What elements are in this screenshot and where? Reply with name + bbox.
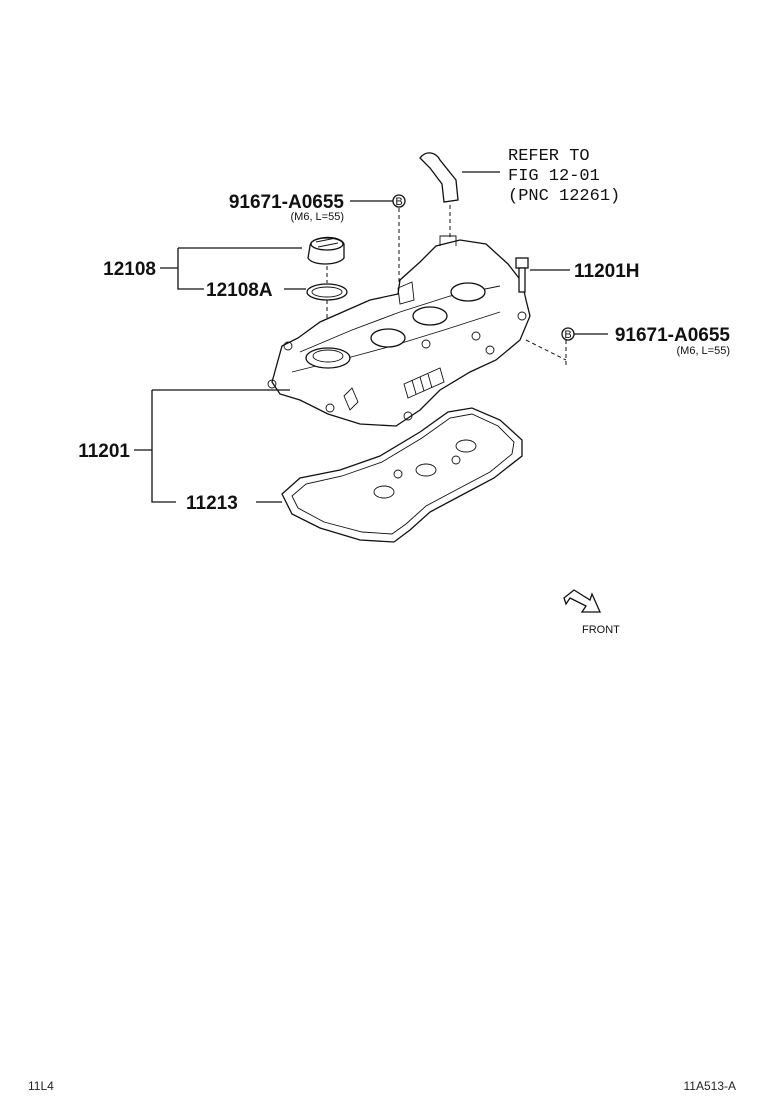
cover-gasket-part-number: 11213 xyxy=(186,493,238,514)
refer-to-line-3: (PNC 12261) xyxy=(508,187,620,206)
breather-hose xyxy=(419,152,459,203)
bolt-right-dash-line xyxy=(525,339,567,361)
cover-assy-part-number: 11201 xyxy=(78,441,130,462)
cover-gasket xyxy=(281,407,523,543)
footer-right-code: 11A513-A xyxy=(684,1079,736,1093)
bolt-right-part-number: 91671-A0655 xyxy=(615,325,731,346)
bolt-top-spec: (M6, L=55) xyxy=(291,211,345,223)
cover-bracket xyxy=(151,390,176,503)
bolt-right-marker-circle: B xyxy=(561,327,575,341)
bolt-top-marker-circle: B xyxy=(392,194,406,208)
bolt-right-spec: (M6, L=55) xyxy=(677,345,731,357)
front-label: FRONT xyxy=(582,624,620,636)
bolt-top-part-number: 91671-A0655 xyxy=(229,192,345,213)
oil-filler-cap xyxy=(307,236,345,265)
cover-bolt-part-number: 11201H xyxy=(574,261,640,282)
footer-left-code: 11L4 xyxy=(28,1079,54,1093)
cover-bolt xyxy=(515,257,529,293)
refer-to-line-2: FIG 12-01 xyxy=(508,167,600,186)
cylinder-head-cover xyxy=(267,235,531,427)
cap-bracket xyxy=(177,248,204,290)
bolt-right-marker: B xyxy=(564,329,571,341)
refer-to-line-1: REFER TO xyxy=(508,147,590,166)
front-arrow-icon xyxy=(563,589,602,613)
bolt-top-marker: B xyxy=(395,196,402,208)
cap-assy-part-number: 12108 xyxy=(103,259,156,280)
cap-gasket-part-number: 12108A xyxy=(206,280,273,301)
cap-gasket-ring xyxy=(306,283,348,301)
